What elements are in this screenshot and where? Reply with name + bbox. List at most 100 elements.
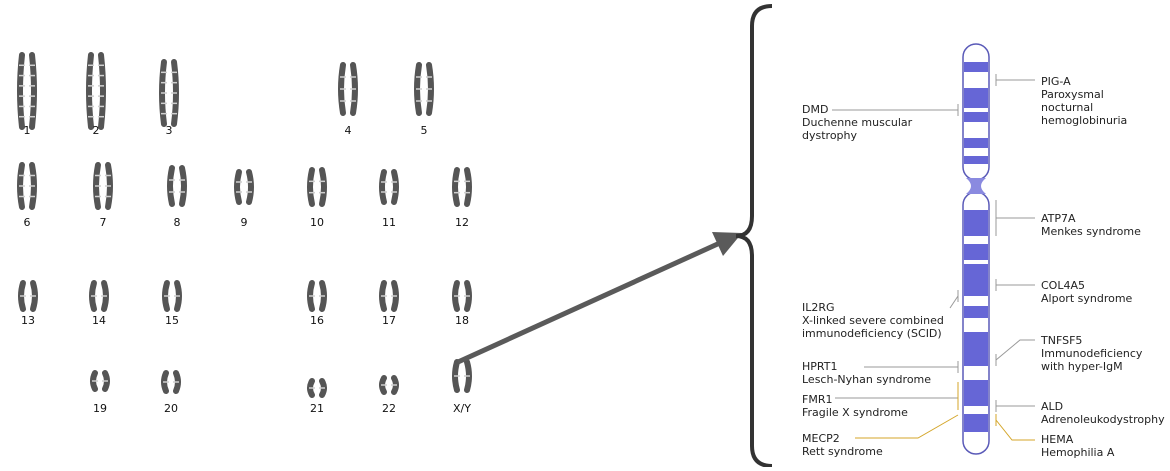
chromatid	[464, 167, 472, 207]
gene-leader-line	[949, 295, 959, 309]
chromatid	[179, 165, 187, 207]
gene-leader-lines	[832, 74, 1035, 441]
karyotype-label: 19	[93, 402, 107, 415]
karyotype-label: 6	[23, 216, 31, 229]
x-chromosome-band	[964, 414, 988, 432]
karyotype-chromosome-pair	[90, 370, 110, 392]
gene-label-fmr1: FMR1 Fragile X syndrome	[802, 393, 908, 419]
karyotype-label: 13	[21, 314, 35, 327]
chromatid	[17, 52, 25, 130]
gene-disease: Paroxysmal nocturnal hemoglobinuria	[1041, 88, 1128, 127]
karyotype-chromosome-pair	[452, 167, 472, 207]
chromatid	[391, 169, 399, 205]
x-chromosome-ideogram	[962, 43, 990, 455]
karyotype-chromosome-pair	[234, 169, 254, 205]
x-chromosome-band	[964, 88, 988, 108]
karyotype-chromosome-pair	[307, 167, 327, 207]
gene-label-col4a5: COL4A5 Alport syndrome	[1041, 279, 1132, 305]
gene-label-hprt1: HPRT1 Lesch-Nyhan syndrome	[802, 360, 931, 386]
x-chromosome-band	[964, 244, 988, 260]
gene-symbol: ATP7A	[1041, 212, 1076, 225]
karyotype-label: 3	[165, 124, 173, 137]
karyotype-chromosome-pair	[162, 280, 182, 312]
gene-symbol: TNFSF5	[1041, 334, 1083, 347]
gene-label-mecp2: MECP2 Rett syndrome	[802, 432, 883, 458]
karyotype-chromosome-pair	[17, 52, 37, 130]
gene-label-ald: ALD Adrenoleukodystrophy	[1041, 400, 1165, 426]
gene-label-hema: HEMA Hemophilia A	[1041, 433, 1114, 459]
karyotype-label: 18	[455, 314, 469, 327]
karyotype-label: 4	[344, 124, 352, 137]
chromatid	[246, 169, 254, 205]
gene-label-atp7a: ATP7A Menkes syndrome	[1041, 212, 1141, 238]
x-chromosome-band	[964, 62, 988, 72]
karyotype-label: 10	[310, 216, 324, 229]
karyotype-chromosome-pair	[414, 62, 434, 116]
gene-label-dmd: DMD Duchenne muscular dystrophy	[802, 103, 952, 142]
karyotype-label: 20	[164, 402, 178, 415]
karyotype-chromosome-pair	[338, 62, 358, 116]
gene-disease: Hemophilia A	[1041, 446, 1115, 459]
gene-symbol: ALD	[1041, 400, 1064, 413]
karyotype-chromosome-pair	[379, 169, 399, 205]
gene-symbol: HPRT1	[802, 360, 838, 373]
karyotype-chromosome-pair	[18, 280, 38, 312]
karyotype-chromosome-pair	[307, 378, 327, 398]
karyotype-chromosome-pair	[379, 280, 399, 312]
zoom-arrowhead	[712, 232, 742, 256]
gene-leader-line	[995, 419, 1035, 441]
gene-symbol: MECP2	[802, 432, 840, 445]
chromatid	[86, 52, 94, 130]
x-chromosome-band	[964, 210, 988, 236]
karyotype-label: X/Y	[453, 402, 471, 415]
karyotype-chromosome-pair	[89, 280, 109, 312]
gene-disease: Adrenoleukodystrophy	[1041, 413, 1165, 426]
gene-symbol: PIG-A	[1041, 75, 1071, 88]
gene-leader-line	[995, 339, 1035, 361]
karyotype-chromosome-pair	[167, 165, 187, 207]
karyotype-chromosome-pair	[452, 280, 472, 312]
gene-symbol: HEMA	[1041, 433, 1074, 446]
karyotype-chromosome-pair	[93, 162, 113, 210]
x-chromosome-band	[964, 332, 988, 366]
gene-disease: Lesch-Nyhan syndrome	[802, 373, 932, 386]
karyotype-label: 21	[310, 402, 324, 415]
karyotype-chromosome-pair	[307, 280, 327, 312]
gene-label-tnfsf5: TNFSF5 Immunodeficiency with hyper-IgM	[1041, 334, 1151, 373]
x-chromosome-band	[964, 264, 988, 296]
chromatid	[29, 52, 37, 130]
karyotype-label: 2	[92, 124, 100, 137]
karyotype-chromosome-pair	[452, 359, 472, 393]
chromatid	[307, 167, 315, 207]
gene-symbol: IL2RG	[802, 301, 835, 314]
gene-disease: Rett syndrome	[802, 445, 883, 458]
gene-leader-line	[855, 414, 959, 439]
karyotype-panel	[17, 52, 472, 398]
gene-symbol: DMD	[802, 103, 829, 116]
gene-symbol: FMR1	[802, 393, 833, 406]
x-chromosome-band	[964, 380, 988, 406]
gene-disease: X-linked severe combined immunodeficienc…	[802, 314, 944, 340]
gene-disease: Duchenne muscular dystrophy	[802, 116, 913, 142]
gene-disease: Menkes syndrome	[1041, 225, 1141, 238]
karyotype-label: 17	[382, 314, 396, 327]
zoom-arrow	[456, 239, 724, 365]
x-chromosome-band	[964, 112, 988, 122]
karyotype-label: 22	[382, 402, 396, 415]
gene-label-pig-a: PIG-A Paroxysmal nocturnal hemoglobinuri…	[1041, 75, 1159, 127]
gene-disease: Immunodeficiency with hyper-IgM	[1041, 347, 1143, 373]
karyotype-chromosome-pair	[379, 375, 399, 395]
karyotype-label: 16	[310, 314, 324, 327]
chromatid	[234, 169, 242, 205]
chromatid	[319, 167, 327, 207]
x-chromosome-band	[964, 306, 988, 318]
chromatid	[98, 52, 106, 130]
karyotype-label: 8	[173, 216, 181, 229]
chromatid	[379, 169, 387, 205]
karyotype-label: 5	[420, 124, 428, 137]
gene-disease: Fragile X syndrome	[802, 406, 908, 419]
karyotype-label: 11	[382, 216, 396, 229]
karyotype-chromosome-pair	[17, 162, 37, 210]
